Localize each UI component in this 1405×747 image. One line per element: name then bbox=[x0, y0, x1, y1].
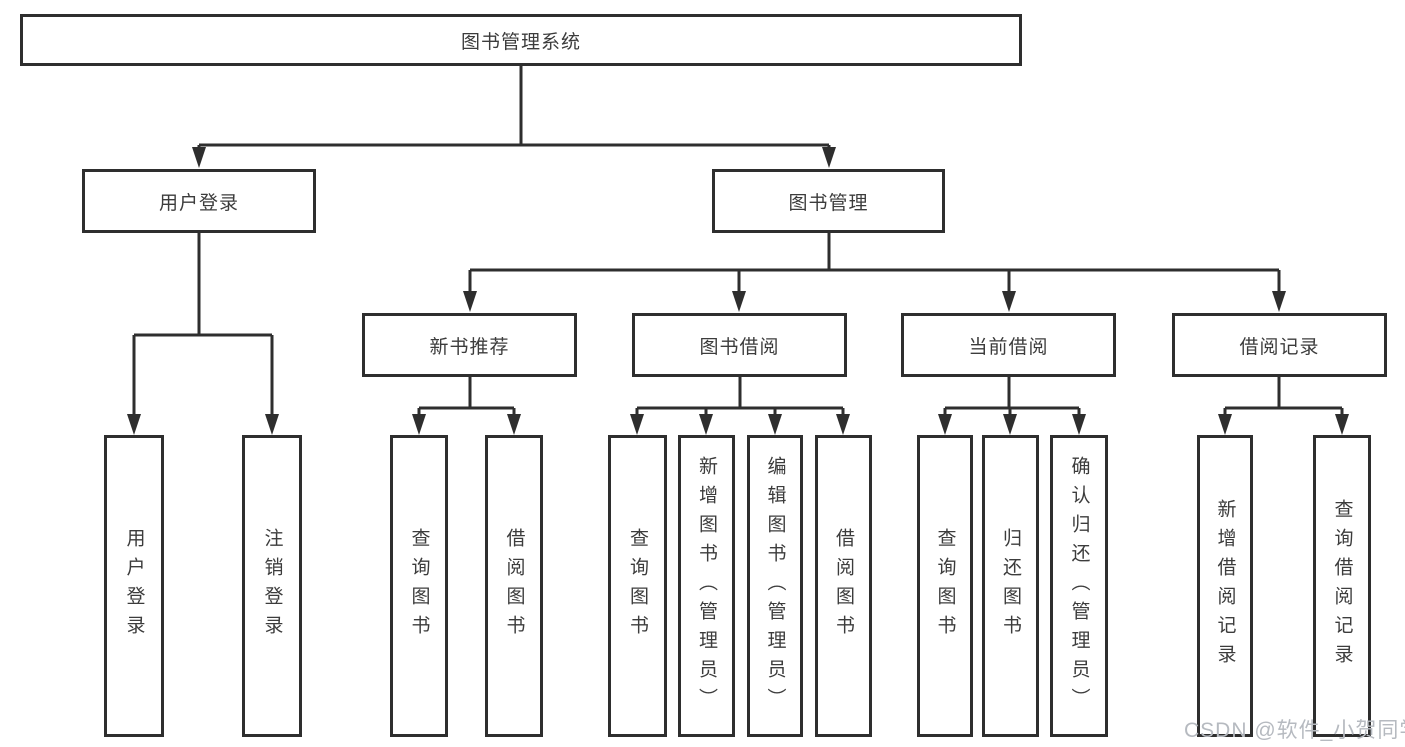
node-new-books: 新书推荐 bbox=[362, 313, 577, 377]
node-root: 图书管理系统 bbox=[20, 14, 1022, 66]
arrow-icon bbox=[630, 414, 644, 435]
connector-current-borrow-branch bbox=[943, 377, 1081, 418]
arrow-icon bbox=[938, 414, 952, 435]
arrow-icon bbox=[1218, 414, 1232, 435]
arrow-icon bbox=[265, 414, 279, 435]
arrow-icon bbox=[1002, 291, 1016, 312]
node-leaf-bb-borrow: 借阅图书 bbox=[815, 435, 872, 737]
node-leaf-bb-edit-label: 编辑图书（管理员） bbox=[764, 455, 786, 717]
node-root-label: 图书管理系统 bbox=[460, 31, 581, 53]
arrow-icon bbox=[463, 291, 477, 312]
arrow-icon bbox=[1072, 414, 1086, 435]
node-user-login: 用户登录 bbox=[82, 169, 316, 233]
node-leaf-bb-add-label: 新增图书（管理员） bbox=[696, 455, 717, 717]
node-leaf-nb-query: 查询图书 bbox=[390, 435, 448, 737]
node-new-books-label: 新书推荐 bbox=[429, 336, 510, 358]
node-borrow-records: 借阅记录 bbox=[1172, 313, 1387, 377]
connector-root-branch bbox=[197, 65, 831, 150]
node-book-mgmt: 图书管理 bbox=[712, 169, 945, 233]
node-leaf-nb-borrow-label: 借阅图书 bbox=[503, 528, 525, 644]
arrowheads bbox=[127, 147, 1349, 435]
arrow-icon bbox=[1335, 414, 1349, 435]
node-leaf-user-login: 用户登录 bbox=[104, 435, 164, 737]
node-leaf-br-query: 查询借阅记录 bbox=[1313, 435, 1371, 737]
connector-book-borrow-branch bbox=[635, 377, 845, 418]
arrow-icon bbox=[1003, 414, 1017, 435]
node-leaf-cb-confirm-label: 确认归还（管理员） bbox=[1068, 455, 1090, 717]
node-leaf-bb-add: 新增图书（管理员） bbox=[678, 435, 735, 737]
node-leaf-nb-borrow: 借阅图书 bbox=[485, 435, 543, 737]
node-leaf-bb-edit: 编辑图书（管理员） bbox=[747, 435, 803, 737]
node-leaf-br-add: 新增借阅记录 bbox=[1197, 435, 1253, 737]
connector-borrow-records-branch bbox=[1223, 377, 1344, 418]
arrow-icon bbox=[836, 414, 850, 435]
node-leaf-logout: 注销登录 bbox=[242, 435, 302, 737]
arrow-icon bbox=[1272, 291, 1286, 312]
connector-book-mgmt-branch bbox=[468, 233, 1281, 295]
node-book-borrow: 图书借阅 bbox=[632, 313, 847, 377]
node-current-borrow: 当前借阅 bbox=[901, 313, 1116, 377]
node-leaf-cb-return: 归还图书 bbox=[982, 435, 1039, 737]
node-leaf-br-add-label: 新增借阅记录 bbox=[1214, 499, 1236, 673]
node-leaf-bb-borrow-label: 借阅图书 bbox=[833, 528, 854, 644]
node-leaf-br-query-label: 查询借阅记录 bbox=[1331, 499, 1353, 673]
node-leaf-cb-confirm: 确认归还（管理员） bbox=[1050, 435, 1108, 737]
arrow-icon bbox=[192, 147, 206, 168]
connector-path-group bbox=[132, 65, 1344, 418]
node-leaf-cb-return-label: 归还图书 bbox=[1000, 528, 1021, 644]
node-leaf-nb-query-label: 查询图书 bbox=[408, 528, 430, 644]
arrow-icon bbox=[822, 147, 836, 168]
node-book-borrow-label: 图书借阅 bbox=[699, 336, 780, 358]
arrow-icon bbox=[768, 414, 782, 435]
node-leaf-logout-label: 注销登录 bbox=[261, 528, 283, 644]
csdn-watermark: CSDN @软件_小贺同学 bbox=[1184, 719, 1405, 742]
arrow-icon bbox=[732, 291, 746, 312]
node-leaf-bb-query: 查询图书 bbox=[608, 435, 667, 737]
node-borrow-records-label: 借阅记录 bbox=[1239, 336, 1320, 358]
node-current-borrow-label: 当前借阅 bbox=[968, 336, 1049, 358]
node-leaf-bb-query-label: 查询图书 bbox=[627, 528, 648, 644]
node-leaf-cb-query-label: 查询图书 bbox=[934, 528, 956, 644]
arrow-icon bbox=[127, 414, 141, 435]
node-user-login-label: 用户登录 bbox=[158, 192, 239, 214]
connector-user-login-branch bbox=[132, 233, 274, 418]
node-leaf-cb-query: 查询图书 bbox=[917, 435, 973, 737]
arrow-icon bbox=[412, 414, 426, 435]
connector-new-books-branch bbox=[417, 377, 516, 418]
arrow-icon bbox=[699, 414, 713, 435]
node-leaf-user-login-label: 用户登录 bbox=[123, 528, 145, 644]
arrow-icon bbox=[507, 414, 521, 435]
node-book-mgmt-label: 图书管理 bbox=[788, 192, 869, 214]
